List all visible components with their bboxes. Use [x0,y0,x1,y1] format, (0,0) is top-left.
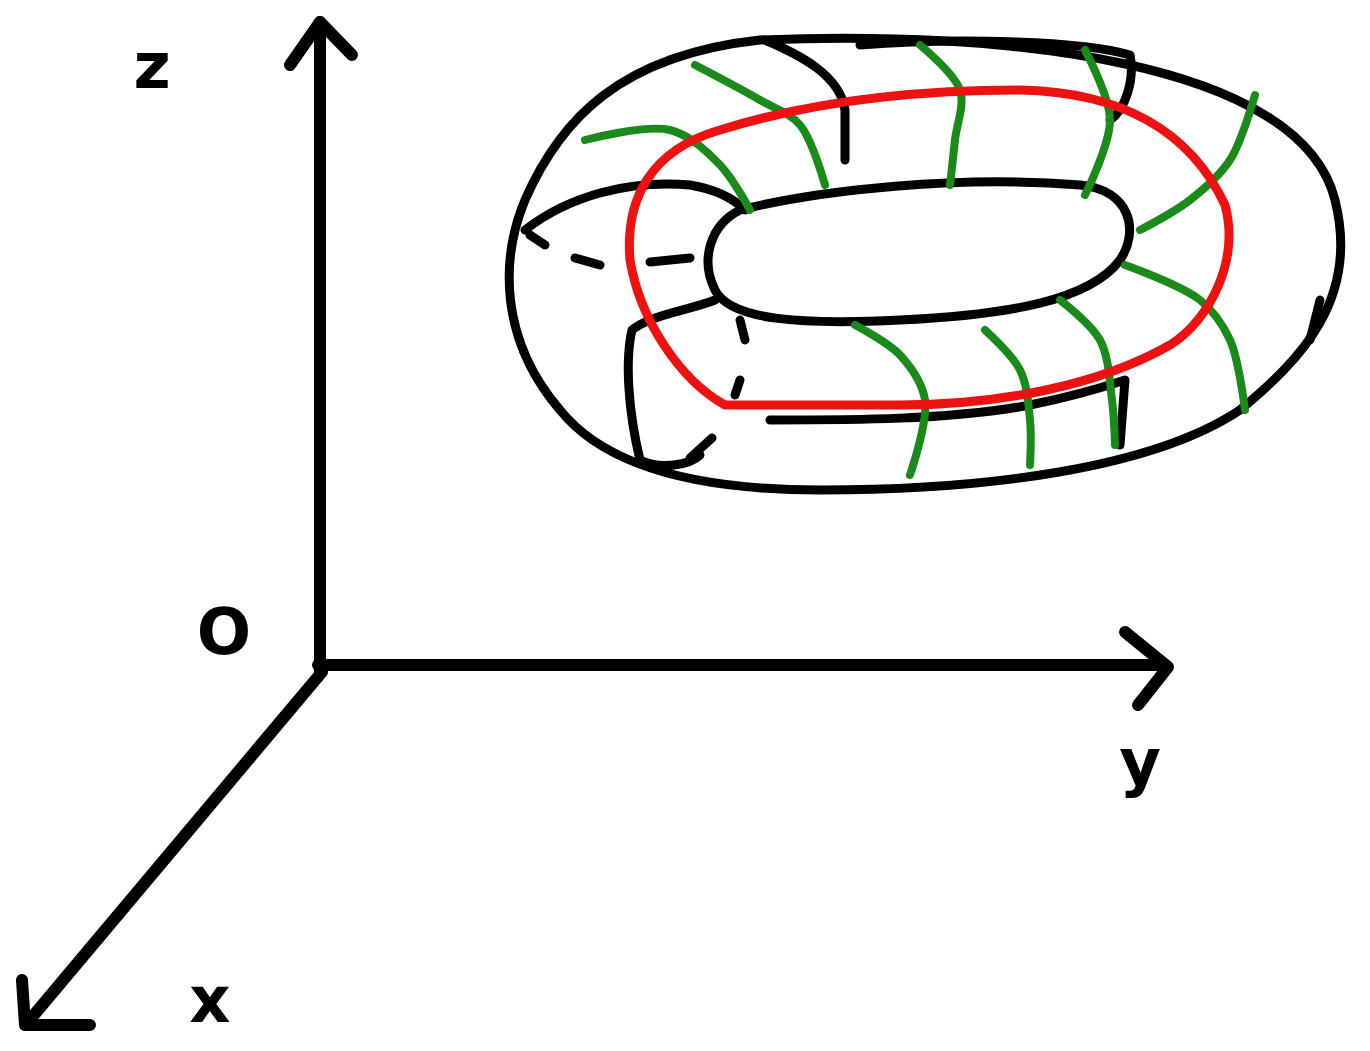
tube-right-contour [1310,300,1320,340]
y-axis [318,659,1165,671]
z-axis [314,22,326,672]
meridian-stroke [920,45,962,185]
hidden-contour [530,235,690,265]
meridian-stroke [855,325,925,475]
torus-outline [509,38,1341,490]
tube-front-contour [628,300,745,465]
origin-label: O [197,600,251,664]
y-arrowhead [1125,632,1168,705]
meridian-stroke [695,65,825,185]
z-arrowhead [290,22,352,65]
meridian-stroke [585,129,750,210]
torus-outer-edge [509,38,1341,490]
axis-label: y [1119,730,1161,794]
axes [22,22,1168,1025]
axis-label: x [189,968,230,1032]
red-loop [629,90,1229,405]
axis-label: z [133,34,170,98]
x-arrowhead [22,980,90,1025]
meridian-stroke [1085,50,1110,195]
x-axis [28,672,322,1022]
meridian-strokes [585,45,1255,475]
tube-bottom-contour [770,380,1125,445]
